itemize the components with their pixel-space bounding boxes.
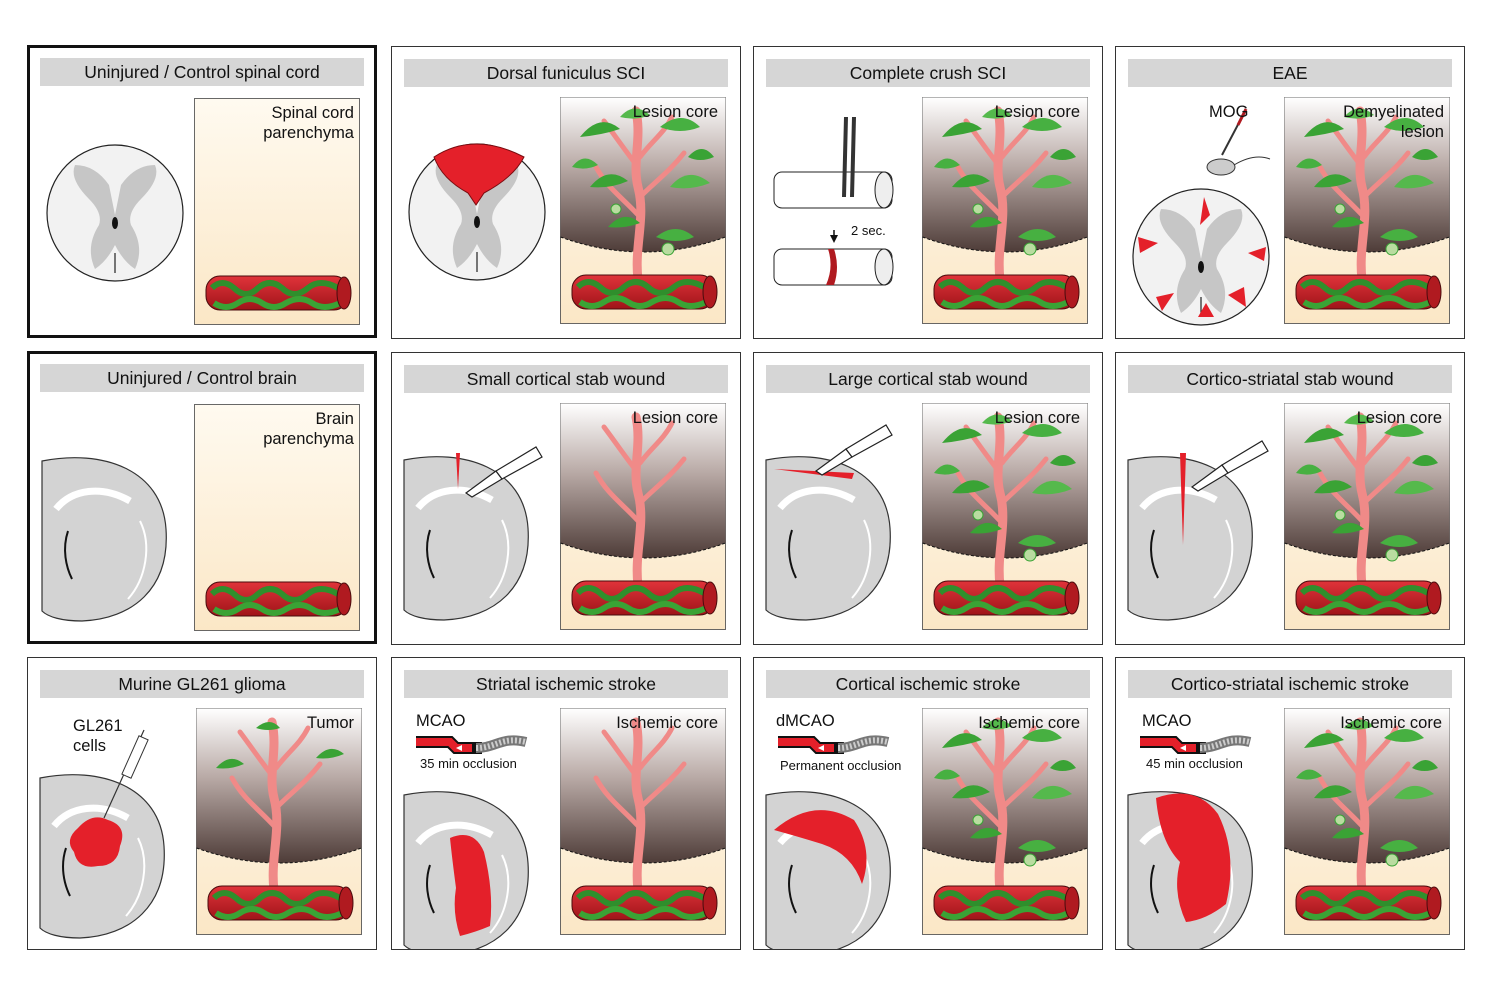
panel-complete-crush-sci: Complete crush SCI 2 sec. Lesion core <box>753 46 1103 339</box>
lesion-core-label: Lesion core <box>994 409 1080 427</box>
panel-large-cortical-stab: Large cortical stab wound Lesion core <box>753 352 1103 645</box>
panel-striatal-stroke: Striatal ischemic stroke MCAO 35 min occ… <box>391 657 741 950</box>
eae-illustration <box>1132 108 1271 326</box>
panel-title: Cortico-striatal stab wound <box>1128 365 1452 393</box>
occlusion-label: Permanent occlusion <box>780 758 902 773</box>
ischemic-core-label: Ischemic core <box>616 714 718 732</box>
ischemic-core-label: Ischemic core <box>978 714 1080 732</box>
stroke-illustration <box>392 658 740 949</box>
model-label: MCAO <box>1142 712 1192 730</box>
lesion-core-box <box>560 403 726 630</box>
panel-title: Uninjured / Control brain <box>40 364 364 392</box>
panel-control-spinal-cord: Uninjured / Control spinal cord Spinal c… <box>27 45 377 338</box>
panel-title: Striatal ischemic stroke <box>404 670 728 698</box>
brain-large-stab <box>754 424 1102 644</box>
lesion-core-label: Lesion core <box>1356 409 1442 427</box>
lesion-core-box <box>1284 403 1450 630</box>
crush-duration: 2 sec. <box>851 223 886 238</box>
tumor-label: Tumor <box>306 714 354 732</box>
parenchyma-box <box>194 404 360 631</box>
lesion-core-label: Lesion core <box>994 103 1080 121</box>
panel-title: Uninjured / Control spinal cord <box>40 58 364 86</box>
brain-glioma <box>28 729 376 949</box>
ischemic-core-label: Ischemic core <box>1340 714 1442 732</box>
lesion-core-box <box>922 97 1088 324</box>
panel-title: Small cortical stab wound <box>404 365 728 393</box>
lesion-core-box <box>922 403 1088 630</box>
stroke-illustration <box>754 658 1102 949</box>
ischemic-core-box <box>922 708 1088 935</box>
occlusion-label: 35 min occlusion <box>420 756 517 771</box>
lesion-core-label: Lesion core <box>632 103 718 121</box>
occlusion-label: 45 min occlusion <box>1146 756 1243 771</box>
panel-title: EAE <box>1128 59 1452 87</box>
crush-illustration <box>773 116 894 286</box>
panel-cortico-striatal-stab: Cortico-striatal stab wound Lesion core <box>1115 352 1465 645</box>
panel-cortical-stroke: Cortical ischemic stroke dMCAO Permanent… <box>753 657 1103 950</box>
brain-small-stab <box>392 446 543 644</box>
brain-deep-stab <box>1116 440 1269 644</box>
panel-title: Cortico-striatal ischemic stroke <box>1128 670 1452 698</box>
lesion-core-box <box>1284 97 1450 324</box>
panel-dorsal-funiculus-sci: Dorsal funiculus SCI Lesion core <box>391 46 741 339</box>
ischemic-core-box <box>560 708 726 935</box>
mog-label: MOG <box>1209 103 1249 121</box>
tumor-box <box>196 708 362 935</box>
model-label: dMCAO <box>776 712 835 730</box>
panel-title: Dorsal funiculus SCI <box>404 59 728 87</box>
model-label: MCAO <box>416 712 466 730</box>
lesion-core-box <box>560 97 726 324</box>
panel-title: Cortical ischemic stroke <box>766 670 1090 698</box>
ischemic-core-box <box>1284 708 1450 935</box>
panel-title: Complete crush SCI <box>766 59 1090 87</box>
panel-title: Murine GL261 glioma <box>40 670 364 698</box>
spinal-cord-dorsal-lesion <box>408 143 546 281</box>
lesion-core-label: Lesion core <box>632 409 718 427</box>
panel-small-cortical-stab: Small cortical stab wound Lesion core <box>391 352 741 645</box>
panel-cortico-striatal-stroke: Cortico-striatal ischemic stroke MCAO 45… <box>1115 657 1465 950</box>
parenchyma-box <box>194 98 360 325</box>
panel-title: Large cortical stab wound <box>766 365 1090 393</box>
stroke-illustration <box>1116 658 1464 949</box>
